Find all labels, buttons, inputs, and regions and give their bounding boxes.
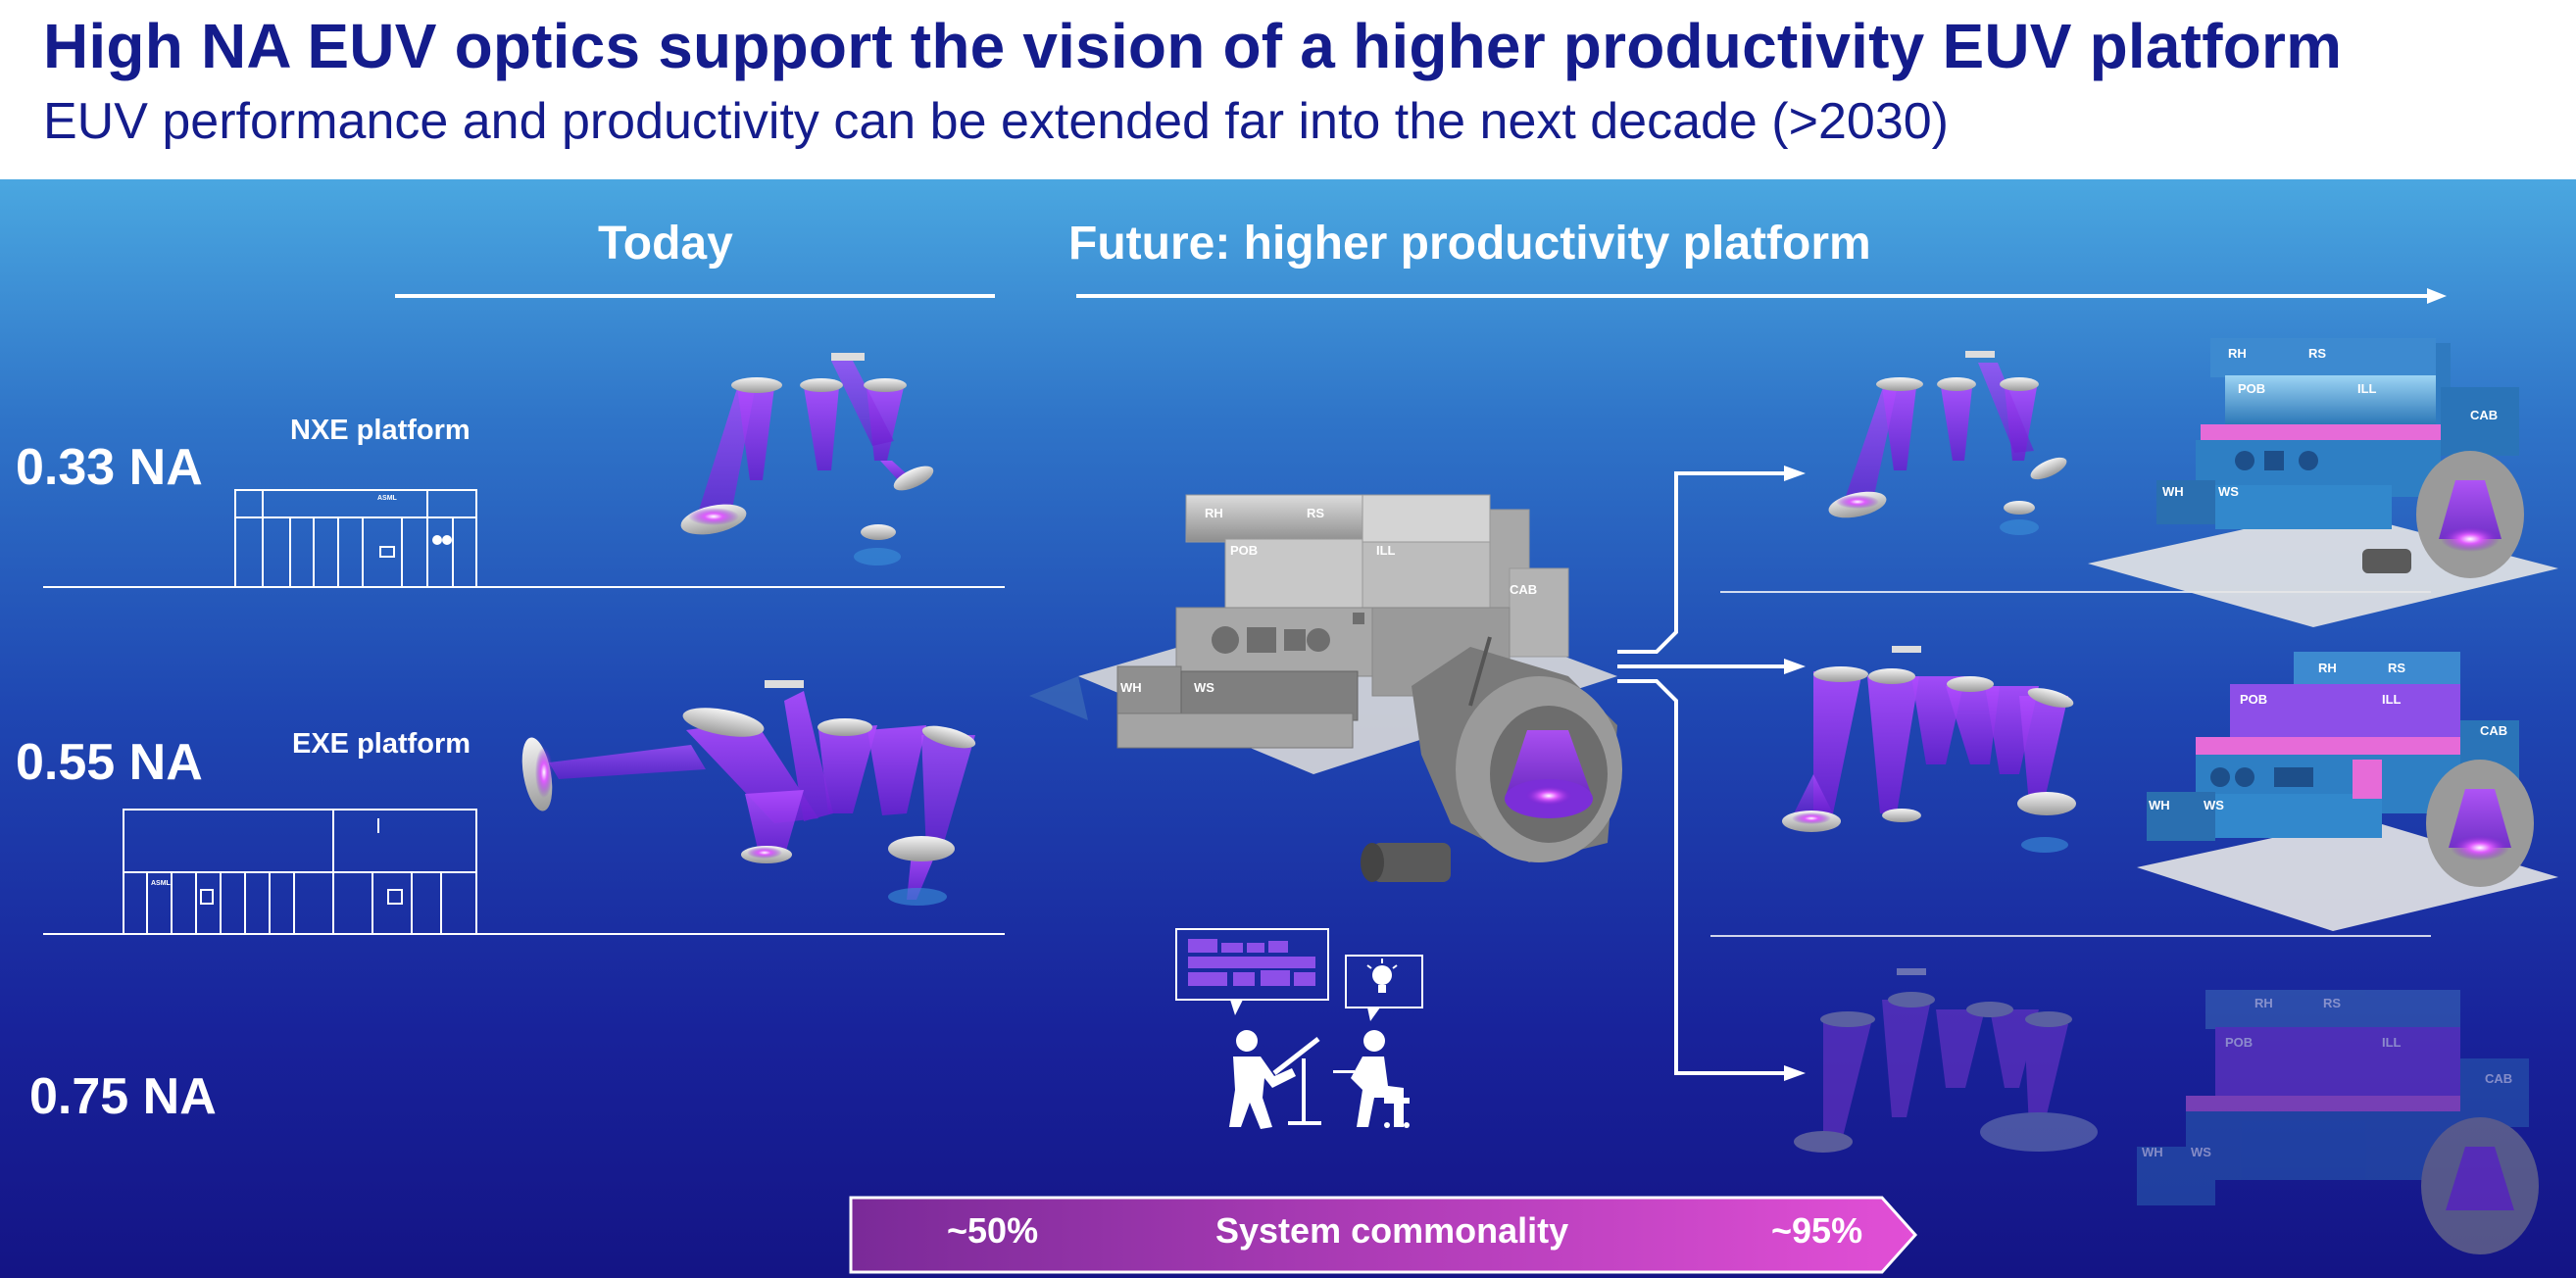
f2-rh-tag: RH — [2318, 661, 2337, 675]
center-cab-tag: CAB — [1510, 582, 1537, 597]
future-optics-033 — [1828, 351, 2067, 535]
nxe-logo: ASML — [377, 495, 398, 502]
f1-cab-tag: CAB — [2470, 408, 2498, 422]
na-label-033: 0.33 NA — [16, 439, 203, 496]
branch-arrow-head-2 — [1784, 659, 1806, 674]
branch-arrow-head-1 — [1784, 466, 1806, 481]
future-machine-055: RH RS POB ILL CAB WH WS — [2137, 652, 2558, 931]
f3-ill-tag: ILL — [2382, 1035, 2402, 1050]
f2-cab-tag: CAB — [2480, 723, 2507, 738]
commonality-right-value: ~95% — [1771, 1210, 1863, 1251]
nxe-building-outline — [234, 489, 477, 588]
f3-pob-tag: POB — [2225, 1035, 2253, 1050]
future-optics-055 — [1782, 646, 2076, 853]
header: High NA EUV optics support the vision of… — [0, 0, 2576, 179]
branch-arrow-head-3 — [1784, 1065, 1806, 1081]
center-machine: RH RS POB ILL CAB WH WS — [1029, 494, 1622, 882]
page-title: High NA EUV optics support the vision of… — [43, 11, 2343, 81]
nxe-optics — [680, 353, 934, 565]
page-subtitle: EUV performance and productivity can be … — [43, 93, 1949, 150]
center-pob-tag: POB — [1230, 543, 1258, 558]
future-arrow-head — [2427, 288, 2447, 304]
diagram-graphics: ASML ASML — [43, 288, 2558, 1274]
exe-logo: ASML — [151, 880, 172, 887]
f2-ws-tag: WS — [2204, 798, 2224, 812]
f1-pob-tag: POB — [2238, 381, 2265, 396]
center-rs-tag: RS — [1307, 506, 1324, 520]
commonality-left-value: ~50% — [947, 1210, 1039, 1251]
f1-ws-tag: WS — [2218, 484, 2239, 499]
exe-building-outline — [123, 809, 477, 935]
f2-rs-tag: RS — [2388, 661, 2405, 675]
future-machine-075: RH RS POB ILL CAB WH WS — [2137, 990, 2539, 1254]
future-heading: Future: higher productivity platform — [1068, 218, 1871, 270]
f3-rs-tag: RS — [2323, 996, 2341, 1010]
center-wh-tag: WH — [1120, 680, 1142, 695]
today-heading: Today — [598, 218, 733, 270]
commonality-arrow — [849, 1196, 1918, 1274]
f1-rs-tag: RS — [2308, 346, 2326, 361]
f3-cab-tag: CAB — [2485, 1071, 2512, 1086]
collaboration-icon — [1175, 928, 1423, 1129]
f2-pob-tag: POB — [2240, 692, 2267, 707]
commonality-label: System commonality — [1215, 1210, 1569, 1251]
exe-optics — [521, 680, 976, 906]
center-ws-tag: WS — [1194, 680, 1214, 695]
future-machine-033: RH RS POB ILL CAB WH WS — [2088, 338, 2558, 627]
platform-label-exe: EXE platform — [292, 728, 471, 760]
diagram-stage: Today Future: higher productivity platfo… — [0, 179, 2576, 1278]
f1-wh-tag: WH — [2162, 484, 2184, 499]
na-label-075: 0.75 NA — [29, 1068, 217, 1125]
f1-ill-tag: ILL — [2357, 381, 2377, 396]
f2-ill-tag: ILL — [2382, 692, 2402, 707]
f1-rh-tag: RH — [2228, 346, 2247, 361]
branch-arrows — [1617, 471, 1789, 1075]
na-label-055: 0.55 NA — [16, 734, 203, 791]
f3-wh-tag: WH — [2142, 1145, 2163, 1159]
center-rh-tag: RH — [1205, 506, 1223, 520]
f2-wh-tag: WH — [2149, 798, 2170, 812]
center-ill-tag: ILL — [1376, 543, 1396, 558]
platform-label-nxe: NXE platform — [290, 415, 471, 446]
f3-rh-tag: RH — [2254, 996, 2273, 1010]
future-optics-075 — [1794, 968, 2098, 1153]
f3-ws-tag: WS — [2191, 1145, 2211, 1159]
